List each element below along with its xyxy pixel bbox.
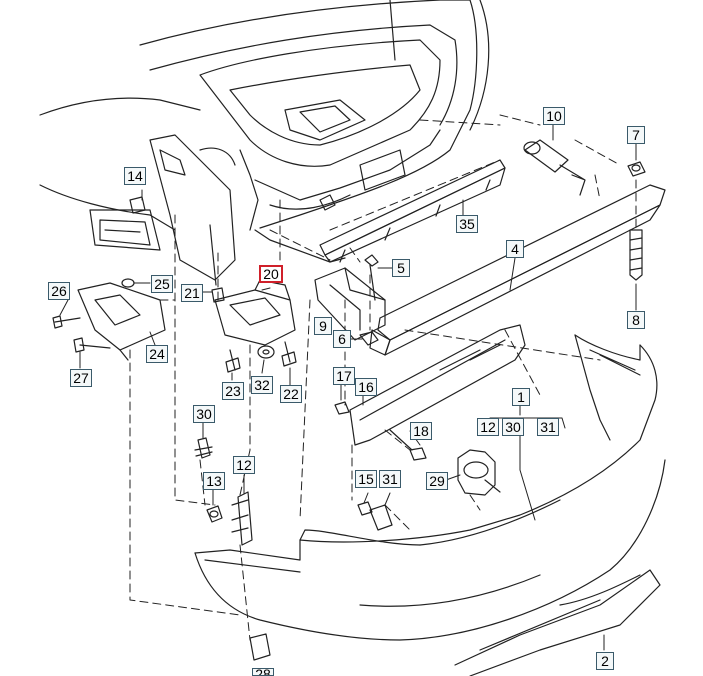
- part-label-27[interactable]: 27: [70, 369, 92, 387]
- trim-strip-35: [319, 159, 506, 263]
- part-label-4[interactable]: 4: [506, 240, 524, 258]
- diffuser-2: [454, 569, 661, 676]
- part-label-20-highlighted[interactable]: 20: [259, 265, 283, 283]
- nut-25: [121, 278, 135, 288]
- cap-30: [369, 504, 393, 531]
- part-label-17[interactable]: 17: [333, 367, 355, 385]
- part-label-2[interactable]: 2: [596, 652, 614, 670]
- part-label-10[interactable]: 10: [543, 107, 565, 125]
- clip-28: [249, 633, 271, 661]
- part-label-31-a[interactable]: 30: [193, 405, 215, 423]
- part-label-5[interactable]: 5: [392, 259, 410, 277]
- part-label-8[interactable]: 8: [627, 311, 645, 329]
- part-label-6[interactable]: 6: [333, 330, 351, 348]
- part-label-1[interactable]: 1: [512, 388, 530, 406]
- bolt-5: [364, 254, 379, 301]
- part-label-12[interactable]: 12: [233, 456, 255, 474]
- part-label-18[interactable]: 18: [410, 422, 432, 440]
- nut-6: [359, 331, 379, 346]
- trunk-body-shell: [39, 0, 490, 281]
- group-label-30[interactable]: 30: [502, 418, 524, 436]
- screw-23: [225, 349, 241, 373]
- bracket-24: [77, 282, 166, 361]
- socket-29: [457, 449, 501, 496]
- nut-32: [257, 345, 275, 359]
- clip-31: [194, 437, 213, 459]
- group-label-31[interactable]: 31: [537, 418, 559, 436]
- screw-14: [129, 196, 146, 214]
- leader-lines: [59, 123, 637, 651]
- part-label-29[interactable]: 29: [426, 472, 448, 490]
- screw-18: [389, 429, 427, 461]
- clip-17: [334, 401, 350, 415]
- part-label-24[interactable]: 24: [146, 345, 168, 363]
- damper-10: [523, 139, 586, 196]
- bracket-9: [314, 267, 386, 341]
- bracket-12: [231, 491, 253, 546]
- part-label-25[interactable]: 25: [151, 275, 173, 293]
- part-label-30[interactable]: 31: [379, 470, 401, 488]
- assembly-lines: [129, 114, 637, 641]
- part-label-15[interactable]: 15: [355, 470, 377, 488]
- part-label-21[interactable]: 21: [181, 284, 203, 302]
- part-label-28[interactable]: 28: [252, 668, 274, 676]
- screw-22: [281, 341, 297, 367]
- nut-15: [357, 501, 373, 516]
- reinforcement-bar-4: [369, 184, 666, 356]
- bracket-20: [214, 279, 296, 346]
- part-label-9[interactable]: 9: [314, 317, 332, 335]
- part-label-35[interactable]: 35: [456, 215, 478, 233]
- part-label-22[interactable]: 22: [280, 385, 302, 403]
- screw-27: [73, 337, 111, 353]
- part-label-14[interactable]: 14: [124, 167, 146, 185]
- group-label-12[interactable]: 12: [477, 418, 499, 436]
- part-label-32[interactable]: 32: [251, 376, 273, 394]
- part-label-26[interactable]: 26: [48, 282, 70, 300]
- nut-7: [627, 161, 646, 177]
- part-label-13[interactable]: 13: [203, 472, 225, 490]
- bolt-8: [629, 229, 643, 281]
- screw-21: [209, 224, 225, 303]
- part-label-23[interactable]: 23: [222, 382, 244, 400]
- part-label-7[interactable]: 7: [627, 126, 645, 144]
- side-guide-16: [349, 324, 526, 446]
- part-label-16[interactable]: 16: [355, 378, 377, 396]
- clip-13: [206, 505, 223, 523]
- bumper-cover-1: [194, 334, 666, 641]
- screw-26: [52, 315, 81, 329]
